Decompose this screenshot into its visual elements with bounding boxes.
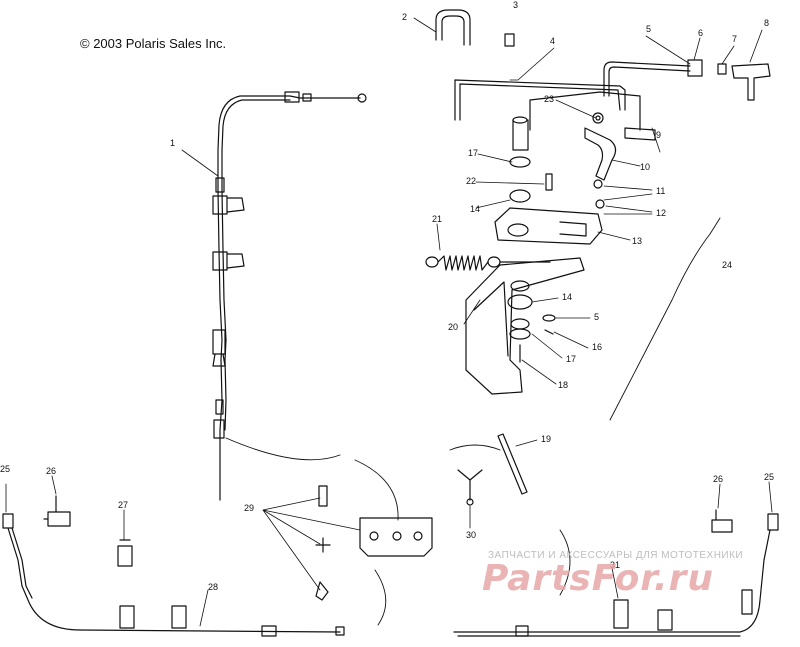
- part-24-callout-bracket: [609, 217, 721, 421]
- part-26-left: [43, 495, 71, 527]
- callout-30: 30: [466, 530, 476, 540]
- callout-4: 4: [550, 36, 555, 46]
- part-31-cable: [453, 529, 771, 637]
- part-9-spring: [624, 127, 656, 141]
- callout-10: 10: [640, 162, 650, 172]
- part-26-right: [711, 509, 733, 533]
- part-20-lower-bracket: [465, 257, 585, 395]
- callout-12: 12: [656, 208, 666, 218]
- callout-21: 21: [432, 214, 442, 224]
- callout-11: 11: [656, 186, 665, 196]
- right-hardware: [711, 509, 779, 533]
- callout-6: 6: [698, 28, 703, 38]
- upper-bracket: [509, 91, 656, 209]
- callout-14-lower: 14: [562, 292, 572, 302]
- part-3-pin: [504, 33, 515, 47]
- callout-2: 2: [402, 12, 407, 22]
- part-19-rod: [497, 433, 528, 495]
- callout-17-upper: 17: [468, 148, 478, 158]
- callout-7: 7: [732, 34, 737, 44]
- callout-3: 3: [513, 0, 518, 10]
- callout-9: 9: [656, 130, 661, 140]
- part-21-spring: [425, 255, 551, 271]
- callout-28: 28: [208, 582, 218, 592]
- part-6-grip: [687, 59, 703, 77]
- callout-19: 19: [541, 434, 551, 444]
- callout-26-left: 26: [46, 466, 56, 476]
- part-25-left: [2, 513, 14, 529]
- watermark-logo: PartsFor.ru: [482, 558, 714, 599]
- part-7-clip: [717, 63, 727, 75]
- callout-24: 24: [722, 260, 732, 270]
- callout-27: 27: [118, 500, 128, 510]
- callout-13: 13: [632, 236, 642, 246]
- part-27-bolt: [117, 539, 133, 567]
- callout-22: 22: [466, 176, 476, 186]
- callout-14-upper: 14: [470, 204, 480, 214]
- callout-1: 1: [170, 138, 175, 148]
- part-25-right: [767, 513, 779, 531]
- callout-23: 23: [544, 94, 554, 104]
- callout-5: 5: [646, 24, 651, 34]
- detail-arcs: [225, 437, 571, 626]
- part-4-rod: [454, 79, 626, 121]
- leader-lines: [5, 17, 773, 627]
- part-1-cable: [212, 91, 367, 501]
- callout-16: 16: [592, 342, 602, 352]
- part-10-latch: [584, 127, 617, 181]
- callout-29: 29: [244, 503, 254, 513]
- callout-25-left: 25: [0, 464, 10, 474]
- callout-26-right: 26: [713, 474, 723, 484]
- callout-17-lower: 17: [566, 354, 576, 364]
- callout-25-right: 25: [764, 472, 774, 482]
- callout-15: 5: [594, 312, 599, 322]
- part-30-clip: [457, 469, 483, 506]
- callout-31: 31: [610, 560, 620, 570]
- callout-18: 18: [558, 380, 568, 390]
- copyright-notice: © 2003 Polaris Sales Inc.: [80, 36, 227, 51]
- left-hardware: [2, 495, 133, 567]
- cable-ferrule: [284, 91, 300, 103]
- callout-8: 8: [764, 18, 769, 28]
- part-2-clamp: [435, 9, 471, 46]
- part-13-bracket: [494, 207, 603, 245]
- watermark-caption: ЗАПЧАСТИ И АКСЕССУАРЫ ДЛЯ МОТОТЕХНИКИ: [488, 550, 744, 561]
- part-28-cable: [7, 527, 345, 637]
- part-8-t-handle: [731, 63, 771, 101]
- callout-20: 20: [448, 322, 458, 332]
- part-29-bracket: [315, 485, 433, 601]
- lower-hardware: [507, 294, 556, 363]
- callout-labels: 1 2 3 4 5 6 7 8 9 10 11 12 13 14 14 5 16…: [0, 0, 774, 592]
- part-5-rod: [603, 61, 691, 97]
